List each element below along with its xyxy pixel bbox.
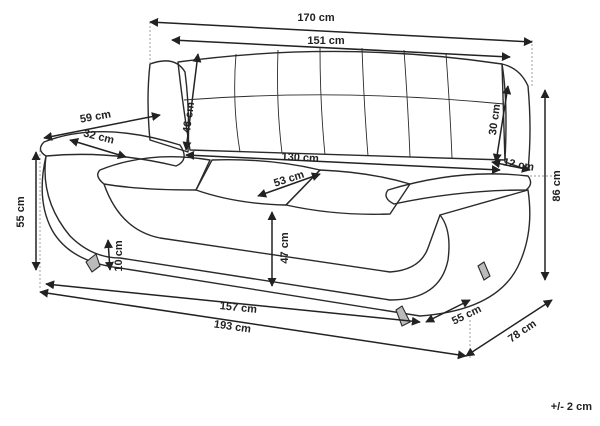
leg-front-left <box>85 253 101 273</box>
label-leg-height: 10 cm <box>113 240 125 271</box>
label-total-width: 170 cm <box>297 12 335 24</box>
dim-10 <box>104 239 114 271</box>
label-armrest-thickness: 12 cm <box>502 156 535 173</box>
dim-32 <box>69 138 127 159</box>
dim-151 <box>171 35 511 62</box>
dim-59 <box>43 112 161 141</box>
right-arm-pad <box>385 173 532 205</box>
dimension-lines <box>31 17 553 360</box>
label-seat-depth: 53 cm <box>272 169 306 190</box>
label-seat-width: 130 cm <box>281 151 319 165</box>
dim-30 <box>492 85 512 163</box>
label-armrest-height: 30 cm <box>487 103 503 136</box>
dim-193 <box>39 288 467 360</box>
label-backrest-height: 46 cm <box>181 101 197 134</box>
dimension-labels: 170 cm 151 cm 46 cm 59 cm 32 cm 130 cm 3… <box>15 12 592 413</box>
label-seat-height: 47 cm <box>279 232 291 263</box>
front-panel <box>103 183 441 273</box>
label-depth-armrest: 59 cm <box>79 108 112 125</box>
label-armrest-width: 32 cm <box>82 127 115 146</box>
label-total-depth: 78 cm <box>506 318 539 346</box>
leg-front-right <box>395 305 411 327</box>
backrest <box>177 50 507 161</box>
dim-130 <box>185 150 501 175</box>
dim-12 <box>491 159 531 173</box>
dim-55-depth <box>425 299 471 323</box>
dim-53 <box>257 172 321 198</box>
dim-46 <box>182 53 202 151</box>
label-armrest-floor-height: 55 cm <box>15 196 27 227</box>
leg-rear-right <box>477 261 491 281</box>
label-outer-length: 193 cm <box>213 318 252 335</box>
label-backrest-width: 151 cm <box>307 35 345 47</box>
label-inner-length: 157 cm <box>219 300 258 316</box>
sofa-front-body <box>41 155 531 317</box>
label-total-height: 86 cm <box>551 170 563 201</box>
dim-78 <box>465 299 553 357</box>
seat-cushion-middle <box>195 159 321 206</box>
tolerance-note: +/- 2 cm <box>551 401 592 413</box>
seat-cushion-left <box>97 155 211 191</box>
backrest-seams <box>183 47 505 159</box>
